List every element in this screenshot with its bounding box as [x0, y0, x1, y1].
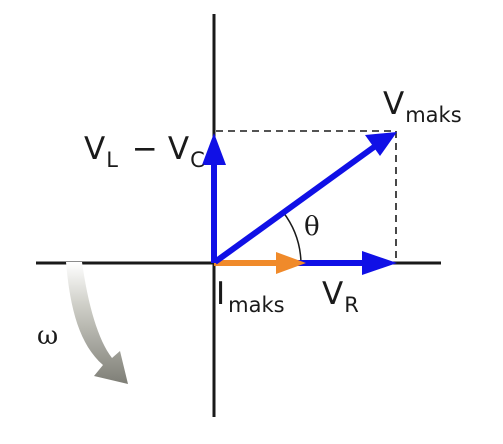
- label-theta: θ: [304, 212, 320, 242]
- theta-arc: [282, 211, 302, 264]
- v-maks-vector: [213, 132, 397, 265]
- rotation-arrow: [66, 262, 128, 384]
- label-v-maks: Vmaks: [383, 86, 462, 127]
- vl-minus-vc-vector: [202, 133, 226, 263]
- label-v-r: VR: [322, 276, 359, 317]
- label-vl-minus-vc: VL−VC: [84, 131, 205, 172]
- i-maks-vector: [214, 252, 306, 274]
- label-omega: ω: [37, 321, 58, 351]
